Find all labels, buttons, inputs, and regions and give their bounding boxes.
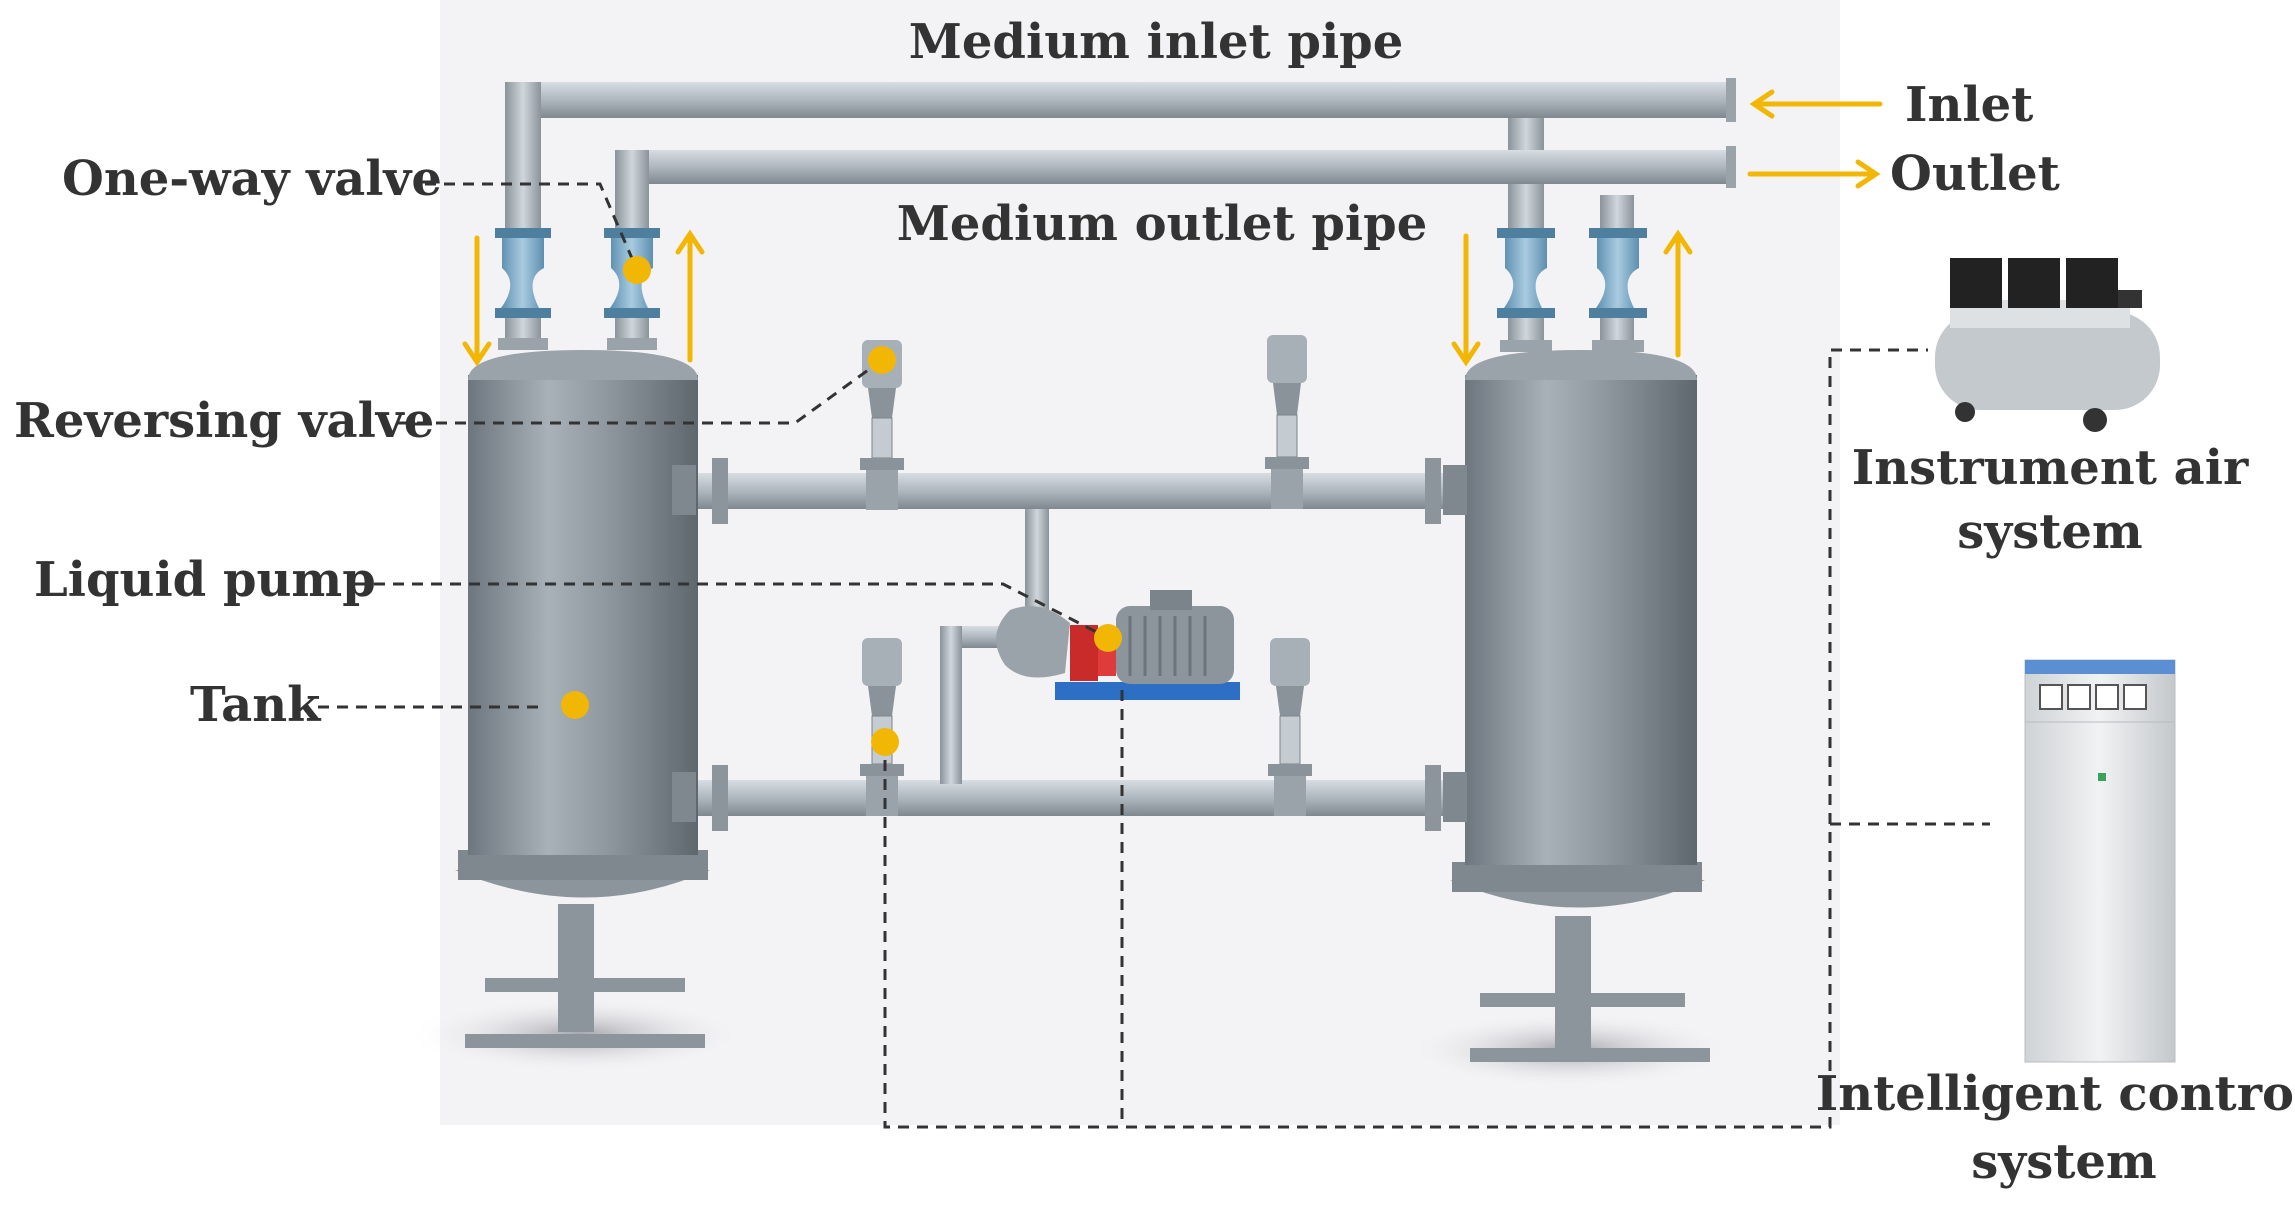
leader-lines [318, 182, 1990, 1129]
upper-connecting-pipe [690, 458, 1455, 524]
pump-piping [940, 509, 1049, 784]
intelligent-control-label-line2: system [1971, 1134, 2156, 1190]
liquid-pump-label: Liquid pump [34, 552, 376, 608]
tank-marker [561, 691, 589, 719]
one-way-valve-label: One-way valve [62, 151, 442, 207]
control-valve-marker [871, 728, 899, 756]
liquid-pump-marker [1094, 624, 1122, 652]
air-compressor-icon [1935, 258, 2160, 432]
medium-outlet-pipe-label: Medium outlet pipe [897, 196, 1428, 252]
tank-label: Tank [190, 677, 322, 733]
one-way-valve-marker [623, 256, 651, 284]
tank-icon [455, 350, 710, 1048]
medium-outlet-pipe [615, 146, 1736, 230]
instrument-air-label-line2: system [1957, 504, 2142, 560]
reversing-valve-icon [1265, 335, 1309, 509]
instrument-air-label-line1: Instrument air [1852, 440, 2249, 496]
one-way-valve-icon [1589, 228, 1647, 352]
one-way-valve-icon [495, 228, 551, 350]
intelligent-control-label-line1: Intelligent control [1816, 1066, 2295, 1122]
reversing-valve-label: Reversing valve [14, 393, 434, 449]
flow-arrows [462, 89, 1883, 367]
inlet-label: Inlet [1905, 77, 2033, 133]
reversing-valve-icon [1268, 638, 1312, 816]
component-markers [561, 256, 1122, 756]
medium-inlet-pipe-label: Medium inlet pipe [909, 14, 1404, 70]
one-way-valve-icon [1497, 228, 1555, 352]
control-cabinet-icon [2024, 659, 2176, 1063]
reversing-valve-marker [868, 346, 896, 374]
outlet-label: Outlet [1890, 146, 2060, 202]
tank-icon [1443, 350, 1710, 1062]
lower-connecting-pipe [690, 765, 1455, 831]
